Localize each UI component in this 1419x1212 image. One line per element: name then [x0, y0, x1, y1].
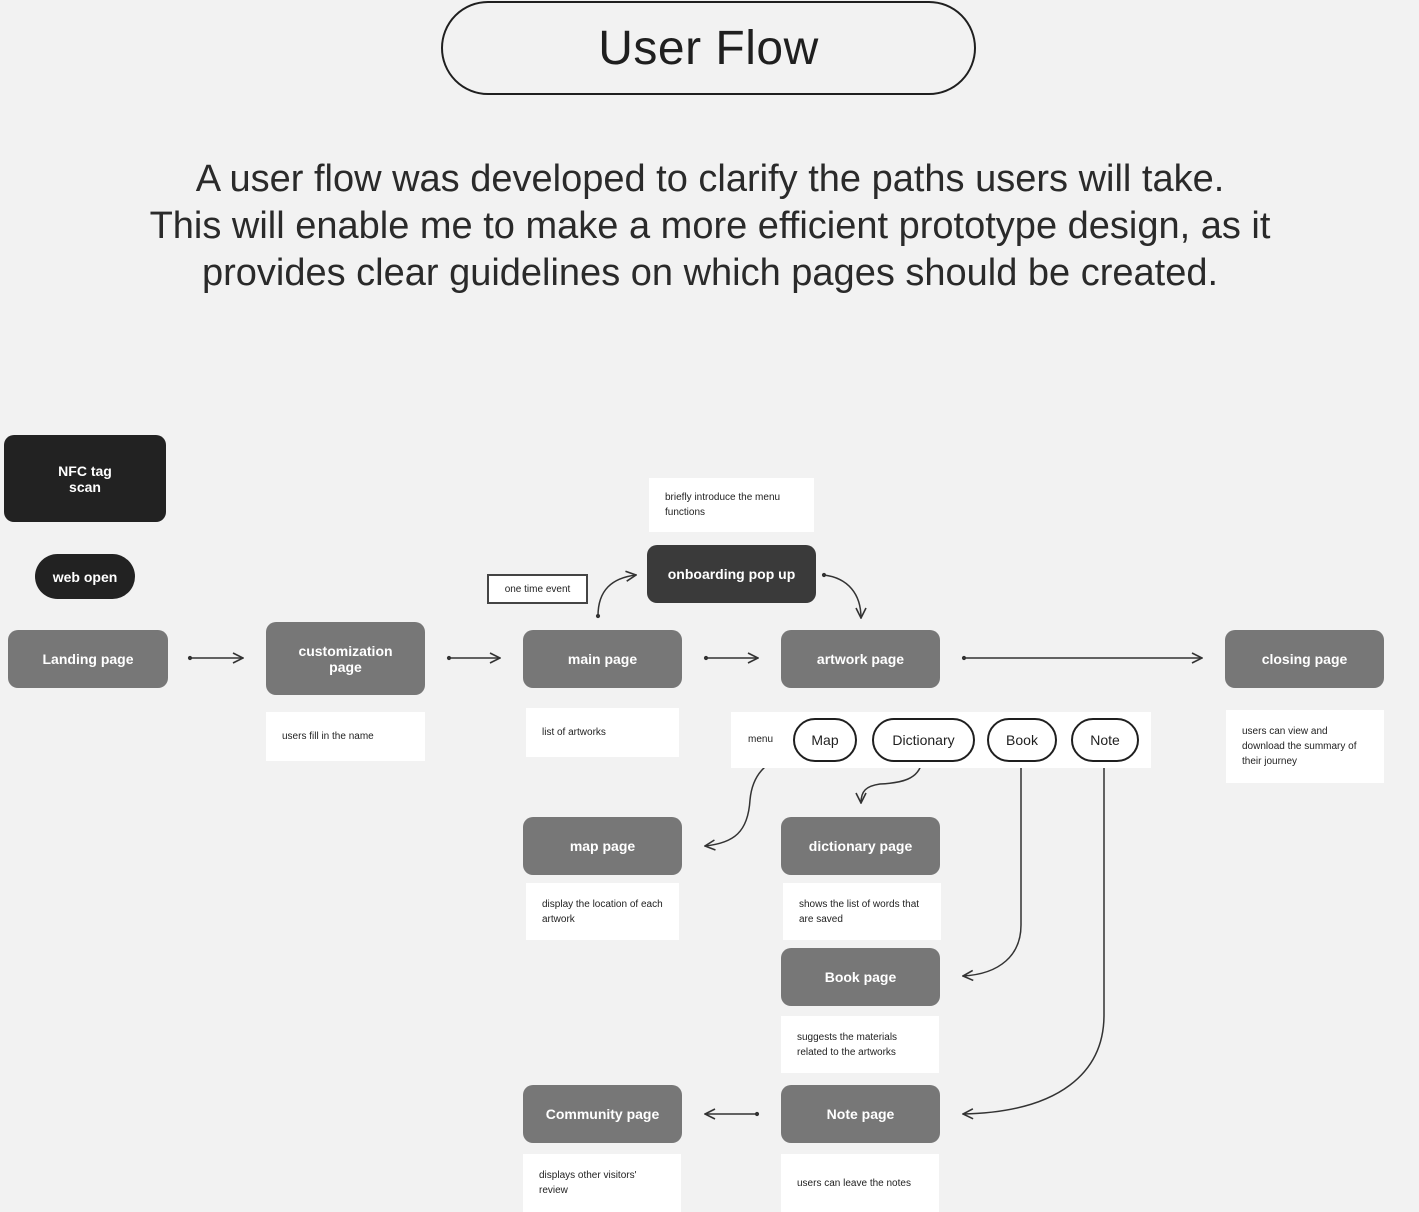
onboarding-popup-node: onboarding pop up: [647, 545, 816, 603]
web-open-node: web open: [35, 554, 135, 599]
landing-page-node: Landing page: [8, 630, 168, 688]
book-page-node: Book page: [781, 948, 940, 1006]
main-page-node: main page: [523, 630, 682, 688]
customization-page-node: customization page: [266, 622, 425, 695]
nfc-tag-scan-node: NFC tag scan: [4, 435, 166, 522]
intro-text: A user flow was developed to clarify the…: [60, 156, 1360, 297]
community-note: displays other visitors' review: [523, 1154, 681, 1212]
map-note: display the location of each artwork: [526, 883, 679, 940]
menu-item-map: Map: [793, 718, 857, 762]
onboarding-note: briefly introduce the menu functions: [649, 478, 814, 532]
menu-label: menu: [748, 734, 774, 745]
arrow-book-to-book-page: [963, 760, 1021, 976]
closing-note: users can view and download the summary …: [1226, 710, 1384, 783]
arrow-dictionary-to-dictionary-page: [861, 760, 922, 803]
customization-note: users fill in the name: [266, 712, 425, 761]
menu-item-dictionary: Dictionary: [872, 718, 975, 762]
arrow-main-to-onboarding: [598, 575, 636, 616]
artwork-page-node: artwork page: [781, 630, 940, 688]
one-time-event-tag: one time event: [487, 574, 588, 604]
main-note: list of artworks: [526, 708, 679, 757]
community-page-node: Community page: [523, 1085, 682, 1143]
intro-line: provides clear guidelines on which pages…: [201, 252, 1219, 294]
dictionary-page-node: dictionary page: [781, 817, 940, 875]
book-note: suggests the materials related to the ar…: [781, 1016, 939, 1073]
closing-page-node: closing page: [1225, 630, 1384, 688]
note-page-note: users can leave the notes: [781, 1154, 939, 1212]
page-title: User Flow: [441, 1, 976, 95]
menu-item-note: Note: [1071, 718, 1139, 762]
intro-line: A user flow was developed to clarify the…: [195, 158, 1225, 200]
map-page-node: map page: [523, 817, 682, 875]
dictionary-note: shows the list of words that are saved: [783, 883, 941, 940]
intro-line: This will enable me to make a more effic…: [149, 205, 1271, 247]
arrow-note-to-note-page: [963, 760, 1104, 1114]
menu-item-book: Book: [987, 718, 1057, 762]
note-page-node: Note page: [781, 1085, 940, 1143]
arrow-onboarding-to-artwork: [824, 575, 861, 618]
